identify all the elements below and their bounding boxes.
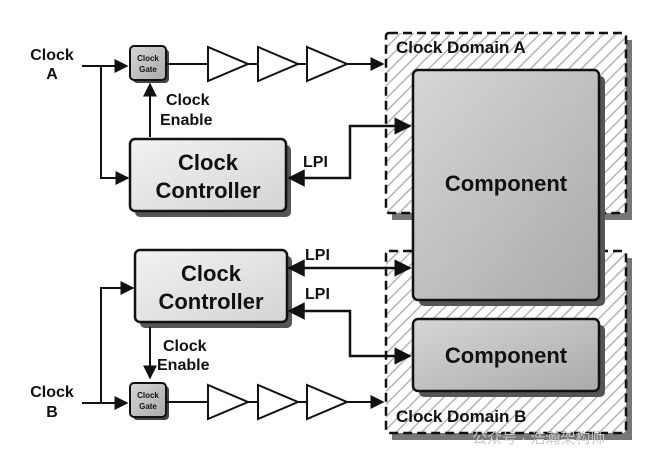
buffer-b1 — [207, 383, 251, 421]
gate-b-label-line1: Clock — [137, 391, 159, 400]
clock-gate-b — [129, 382, 167, 418]
enable-b-label-line2: Enable — [157, 357, 210, 374]
enable-a-label-line1: Clock — [166, 92, 210, 109]
watermark: 公众号 · 浩瀚架构师 — [472, 430, 605, 447]
lpi-a-link — [287, 117, 412, 187]
buffer-a3 — [306, 45, 350, 83]
controller-b-label-line1: Clock — [181, 261, 242, 286]
clock-a-label-line2: A — [46, 66, 58, 83]
gate-a-label-line1: Clock — [137, 54, 159, 63]
clock-controller-b — [133, 248, 289, 324]
domain-b-label: Clock Domain B — [396, 407, 526, 426]
component-shared-label: Component — [445, 171, 568, 196]
controller-a-label-line2: Controller — [155, 178, 261, 203]
enable-a-label-line2: Enable — [160, 112, 213, 129]
buffer-b2 — [257, 383, 301, 421]
component-shared — [411, 68, 601, 302]
lpi-b2-link — [287, 302, 412, 365]
clock-b-label-line1: Clock — [30, 384, 74, 401]
buffer-a2 — [257, 45, 301, 83]
clock-a-label-line1: Clock — [30, 47, 74, 64]
clock-a-to-controller-wire — [100, 66, 130, 185]
component-b — [411, 317, 601, 393]
controller-a-label-line1: Clock — [178, 150, 239, 175]
lpi-a-label: LPI — [303, 154, 328, 171]
gate-a-label-line2: Gate — [139, 65, 157, 74]
enable-b-label-line1: Clock — [163, 338, 207, 355]
gate-b-label-line2: Gate — [139, 402, 157, 411]
clock-b-label-line2: B — [46, 404, 58, 421]
lpi-b1-label: LPI — [305, 247, 330, 264]
clock-gate-a — [129, 45, 167, 81]
clock-b-to-controller-wire — [100, 281, 135, 403]
buffer-b3 — [306, 383, 350, 421]
lpi-b2-label: LPI — [305, 286, 330, 303]
buffer-a1 — [207, 45, 251, 83]
controller-b-label-line2: Controller — [158, 289, 264, 314]
clock-controller-a — [128, 137, 288, 213]
domain-a-label: Clock Domain A — [396, 38, 526, 57]
component-b-label: Component — [445, 343, 568, 368]
